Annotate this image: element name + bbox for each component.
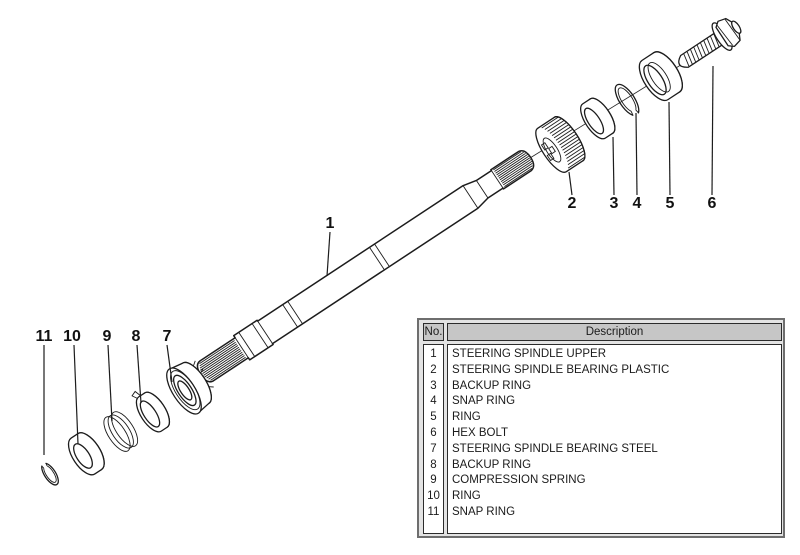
callout-2[interactable]: 2	[568, 195, 577, 212]
table-row-no[interactable]: 7	[430, 442, 437, 455]
callout-1[interactable]: 1	[326, 215, 335, 232]
table-row-no[interactable]: 10	[427, 490, 440, 503]
leader-line-3	[612, 136, 615, 196]
table-row-description[interactable]: RING	[452, 411, 481, 424]
leader-line-5	[668, 101, 671, 196]
table-column-description: STEERING SPINDLE UPPER STEERING SPINDLE B…	[447, 344, 782, 534]
table-row-description[interactable]: BACKUP RING	[452, 379, 532, 392]
callout-11[interactable]: 11	[36, 328, 53, 345]
table-row-no[interactable]: 11	[427, 505, 440, 518]
table-row-description[interactable]: SNAP RING	[452, 505, 516, 518]
table-column-no: 1 2 3 4 5 6 7 8 9 10 11	[423, 344, 444, 534]
bearing-clips	[193, 360, 214, 388]
leader-line-2	[568, 171, 573, 196]
part-11-snap-ring	[41, 462, 59, 486]
part-4-snap-ring	[614, 83, 640, 116]
leader-line-6	[711, 65, 714, 196]
part-9-compression-spring	[103, 411, 139, 452]
table-row-description[interactable]: COMPRESSION SPRING	[452, 474, 586, 487]
table-row-description[interactable]: RING	[452, 490, 481, 503]
bearing-ribs	[541, 116, 586, 169]
shaft-spline-lower	[199, 340, 246, 381]
callout-numbers: 1 2 3 4 5 6 7 8 9 10 11	[36, 195, 717, 345]
table-row-description[interactable]: STEERING SPINDLE UPPER	[452, 348, 607, 360]
table-row-no[interactable]: 9	[430, 474, 437, 487]
callout-10[interactable]: 10	[63, 328, 81, 345]
table-row-no[interactable]: 3	[430, 379, 437, 392]
leader-line-7	[166, 344, 173, 383]
table-row-no[interactable]: 8	[430, 458, 437, 471]
leader-line-8	[136, 344, 142, 404]
table-row-no[interactable]: 4	[430, 395, 437, 408]
part-8-backup-ring	[131, 390, 171, 433]
callout-9[interactable]: 9	[103, 328, 112, 345]
shaft-section-lines	[233, 169, 504, 361]
callout-3[interactable]: 3	[610, 195, 619, 212]
table-row-description[interactable]: SNAP RING	[452, 395, 516, 408]
callout-6[interactable]: 6	[708, 195, 717, 212]
parts-table: No. Description 1 2 3 4 5 6 7 8 9 10 11 STEERING S…	[417, 318, 785, 538]
leader-line-9	[107, 344, 113, 422]
table-row-description[interactable]: HEX BOLT	[452, 426, 509, 439]
leader-lines	[43, 65, 714, 455]
table-row-no[interactable]: 5	[430, 411, 437, 424]
table-row-no[interactable]: 2	[430, 363, 437, 376]
table-header-no: No.	[423, 323, 444, 341]
leader-line-4	[635, 112, 638, 196]
bolt-threads	[683, 34, 720, 67]
part-2-bearing-plastic	[535, 116, 586, 173]
table-row-description[interactable]: STEERING SPINDLE BEARING STEEL	[452, 442, 658, 455]
table-header-description: Description	[447, 323, 782, 341]
callout-8[interactable]: 8	[132, 328, 141, 345]
table-row-no[interactable]: 1	[430, 348, 437, 360]
leader-line-1	[326, 231, 331, 277]
part-10-ring	[67, 432, 105, 476]
part-1-steering-spindle-upper	[196, 150, 535, 383]
table-row-description[interactable]: BACKUP RING	[452, 458, 532, 471]
table-row-no[interactable]: 6	[430, 426, 437, 439]
callout-7[interactable]: 7	[163, 328, 172, 345]
callout-4[interactable]: 4	[633, 195, 642, 212]
part-3-backup-ring	[580, 97, 616, 140]
shaft-spline-upper	[493, 151, 533, 187]
part-7-bearing-steel	[166, 360, 214, 415]
table-row-description[interactable]: STEERING SPINDLE BEARING PLASTIC	[452, 363, 670, 376]
leader-line-10	[73, 344, 79, 445]
callout-5[interactable]: 5	[666, 195, 675, 212]
part-6-hex-bolt	[678, 17, 742, 68]
part-5-ring	[638, 51, 683, 102]
